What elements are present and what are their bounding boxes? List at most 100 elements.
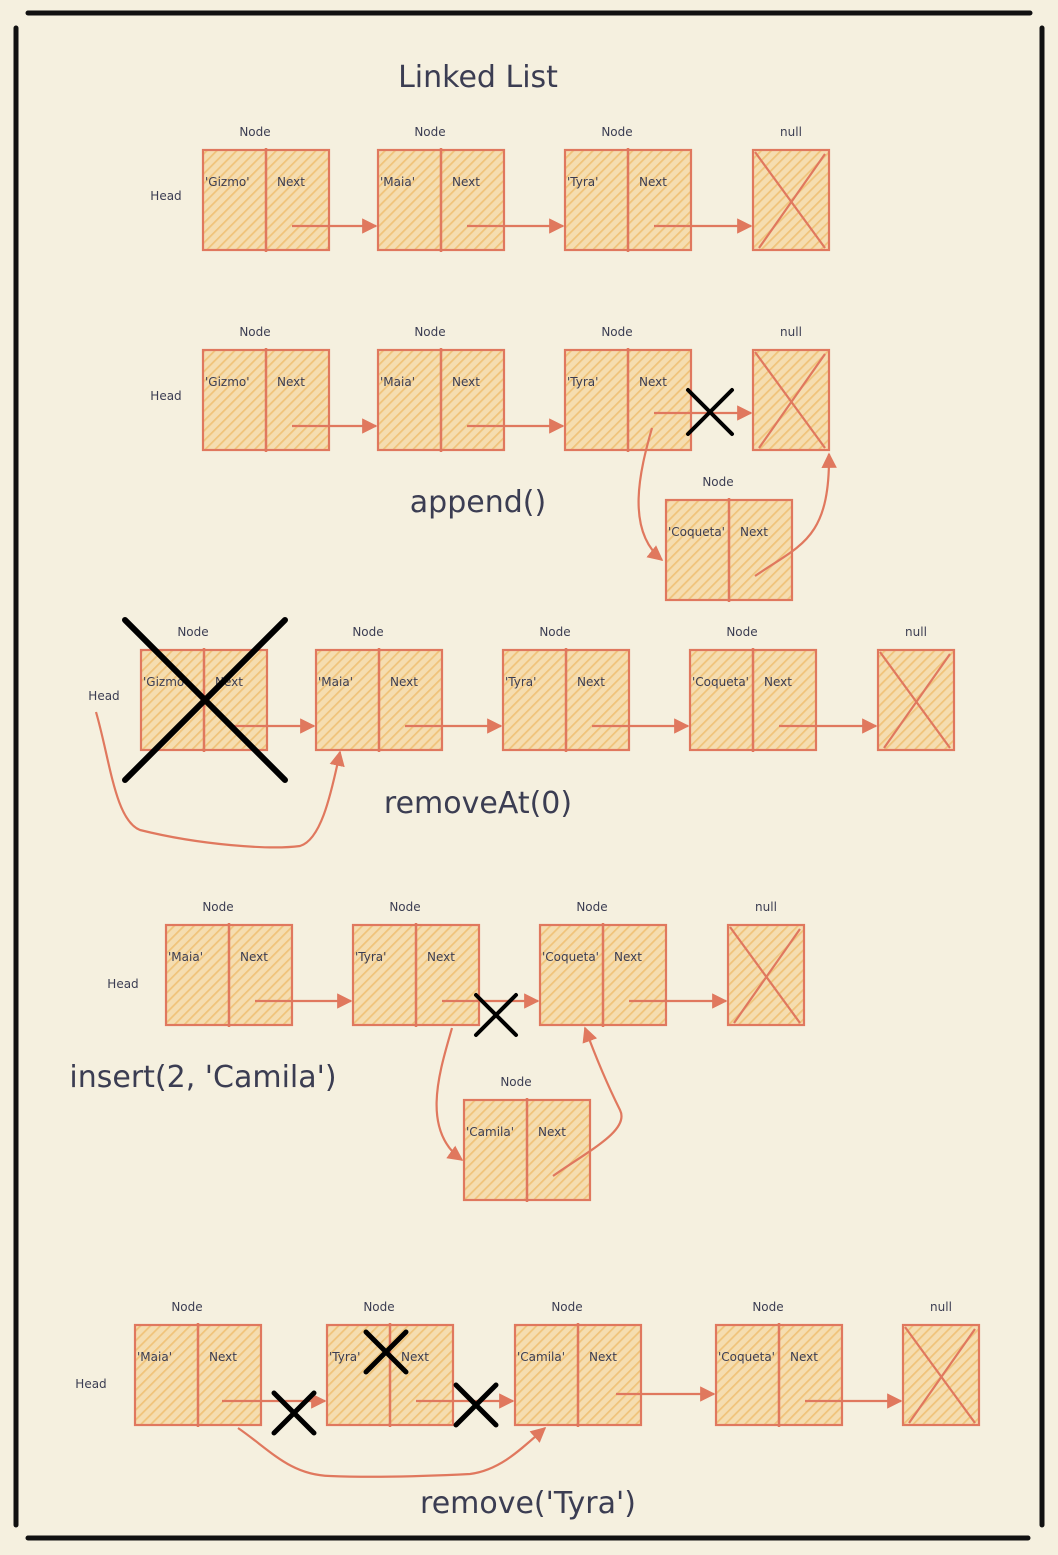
next-label: Next bbox=[209, 1350, 237, 1364]
node-maia: Node 'Maia' Next bbox=[133, 1300, 263, 1427]
op-append: append() bbox=[410, 485, 546, 520]
node-camila-new: Node'Camila'Next bbox=[462, 1075, 592, 1202]
node-value: 'Camila' bbox=[517, 1350, 565, 1364]
node-coqueta: Node'Coqueta'Next bbox=[538, 900, 668, 1027]
unlink-cross bbox=[453, 1382, 499, 1428]
node-maia: Node'Maia'Next bbox=[164, 900, 294, 1027]
node-value: 'Gizmo' bbox=[205, 175, 250, 189]
node-label: Node bbox=[500, 1075, 531, 1089]
frame-border bbox=[13, 10, 1045, 1541]
cross-stroke bbox=[363, 1329, 409, 1375]
node-label: Node bbox=[551, 1300, 582, 1314]
next-label: Next bbox=[401, 1350, 429, 1364]
node-label: Node bbox=[363, 1300, 394, 1314]
null-slash bbox=[883, 653, 951, 749]
next-label: Next bbox=[790, 1350, 818, 1364]
node-value: 'Tyra' bbox=[329, 1350, 360, 1364]
node-value: 'Coqueta' bbox=[668, 525, 725, 539]
node-camila: Node 'Camila' Next bbox=[513, 1300, 643, 1427]
node-label: Node bbox=[239, 325, 270, 339]
node-value: 'Tyra' bbox=[567, 375, 598, 389]
node-maia: Node 'Maia' Next bbox=[314, 625, 444, 752]
next-label: Next bbox=[427, 950, 455, 964]
op-remove: remove('Tyra') bbox=[420, 1486, 636, 1521]
null-label: null bbox=[905, 625, 927, 639]
next-label: Next bbox=[277, 175, 305, 189]
tyra-to-coqueta-arrow bbox=[637, 427, 664, 561]
next-label: Next bbox=[452, 175, 480, 189]
maia-to-camila-arrow bbox=[237, 1426, 547, 1478]
node-label: Node bbox=[239, 125, 270, 139]
cross-stroke bbox=[122, 617, 288, 783]
next-label: Next bbox=[240, 950, 268, 964]
head-to-maia-arrow bbox=[94, 711, 345, 849]
node-tyra: Node 'Tyra' Next bbox=[351, 900, 481, 1027]
null-label: null bbox=[755, 900, 777, 914]
head-label: Head bbox=[150, 189, 181, 203]
page-title: Linked List bbox=[398, 60, 558, 95]
camila-to-coqueta-arrow bbox=[552, 1026, 623, 1177]
op-insert: insert(2, 'Camila') bbox=[69, 1060, 336, 1095]
null-node: null bbox=[876, 625, 956, 752]
next-label: Next bbox=[589, 1350, 617, 1364]
next-label: Next bbox=[452, 375, 480, 389]
node-value: 'Gizmo' bbox=[205, 375, 250, 389]
node-label: Node bbox=[601, 125, 632, 139]
node-value: 'Tyra' bbox=[355, 950, 386, 964]
node-value: 'Maia' bbox=[380, 375, 415, 389]
null-slash bbox=[754, 351, 826, 449]
node-label: Node bbox=[601, 325, 632, 339]
node-tyra: Node'Tyra'Next bbox=[563, 125, 693, 252]
node-maia: Node 'Maia' Next bbox=[376, 325, 506, 452]
null-label: null bbox=[780, 325, 802, 339]
next-label: Next bbox=[277, 375, 305, 389]
node-value: 'Gizmo' bbox=[143, 675, 188, 689]
null-slash bbox=[904, 1326, 976, 1424]
op-remove-at: removeAt(0) bbox=[384, 786, 572, 821]
node-value: 'Coqueta' bbox=[692, 675, 749, 689]
null-node: null bbox=[751, 125, 831, 252]
node-maia: Node'Maia'Next bbox=[376, 125, 506, 252]
null-slash bbox=[754, 151, 826, 249]
node-gizmo: Node 'Gizmo' Next bbox=[201, 125, 331, 252]
head-label: Head bbox=[107, 977, 138, 991]
head-label: Head bbox=[88, 689, 119, 703]
node-label: Node bbox=[726, 625, 757, 639]
node-label: Node bbox=[171, 1300, 202, 1314]
node-value: 'Maia' bbox=[168, 950, 203, 964]
removed-cross bbox=[122, 617, 288, 783]
node-label: Node bbox=[389, 900, 420, 914]
null-slash bbox=[733, 928, 801, 1024]
node-label: Node bbox=[752, 1300, 783, 1314]
node-label: Node bbox=[414, 325, 445, 339]
null-slash bbox=[729, 926, 801, 1024]
null-label: null bbox=[780, 125, 802, 139]
null-node: null bbox=[751, 325, 831, 452]
cross-stroke bbox=[686, 388, 734, 436]
node-value: 'Maia' bbox=[318, 675, 353, 689]
coqueta-to-null-arrow bbox=[754, 452, 837, 577]
node-coqueta-new: Node 'Coqueta' Next bbox=[664, 475, 794, 602]
tyra-to-camila-arrow bbox=[435, 1027, 464, 1161]
cross-stroke bbox=[474, 993, 518, 1037]
unlink-cross bbox=[686, 388, 734, 436]
node-label: Node bbox=[352, 625, 383, 639]
node-value: 'Maia' bbox=[137, 1350, 172, 1364]
node-label: Node bbox=[702, 475, 733, 489]
cross-stroke bbox=[271, 1390, 317, 1436]
node-coqueta: Node'Coqueta'Next bbox=[688, 625, 818, 752]
node-value: 'Maia' bbox=[380, 175, 415, 189]
next-label: Next bbox=[639, 175, 667, 189]
node-gizmo-removed: Node'Gizmo'Next bbox=[139, 625, 269, 752]
node-coqueta: Node 'Coqueta' Next bbox=[714, 1300, 844, 1427]
unlink-cross bbox=[474, 993, 518, 1037]
next-label: Next bbox=[740, 525, 768, 539]
node-value: 'Coqueta' bbox=[718, 1350, 775, 1364]
node-value: 'Tyra' bbox=[505, 675, 536, 689]
next-label: Next bbox=[639, 375, 667, 389]
node-tyra-removed: Node 'Tyra' Next bbox=[325, 1300, 455, 1427]
node-tyra: Node'Tyra'Next bbox=[501, 625, 631, 752]
node-value: 'Coqueta' bbox=[542, 950, 599, 964]
next-label: Next bbox=[390, 675, 418, 689]
